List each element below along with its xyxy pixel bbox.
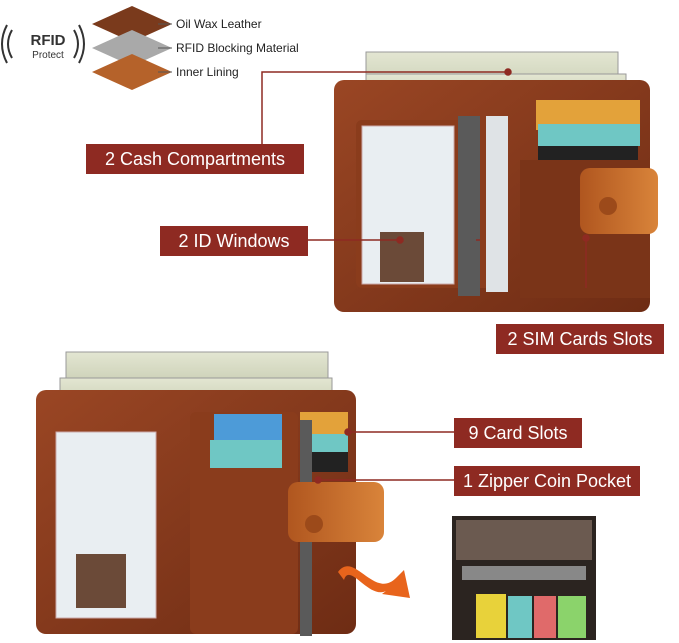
callout-card-slots: 9 Card Slots [454,418,582,448]
rfid-subtitle: Protect [32,50,64,61]
callout-cash-compartments: 2 Cash Compartments [86,144,304,174]
top-wallet-image [334,51,658,312]
callout-coin-pocket: 1 Zipper Coin Pocket [454,466,640,496]
coin-pocket-photo [452,516,596,640]
arrow-icon [338,566,410,598]
layer-swatches-icon [92,6,172,90]
layer-label-oil-wax: Oil Wax Leather [176,17,262,31]
rfid-title: RFID [30,32,66,49]
callout-id-windows: 2 ID Windows [160,226,308,256]
layer-label-inner-lining: Inner Lining [176,65,239,79]
layer-label-rfid-blocking: RFID Blocking Material [176,41,299,55]
callout-sim-slots: 2 SIM Cards Slots [496,324,664,354]
rfid-wave-icon [1,24,85,64]
bottom-wallet-image [36,351,384,636]
